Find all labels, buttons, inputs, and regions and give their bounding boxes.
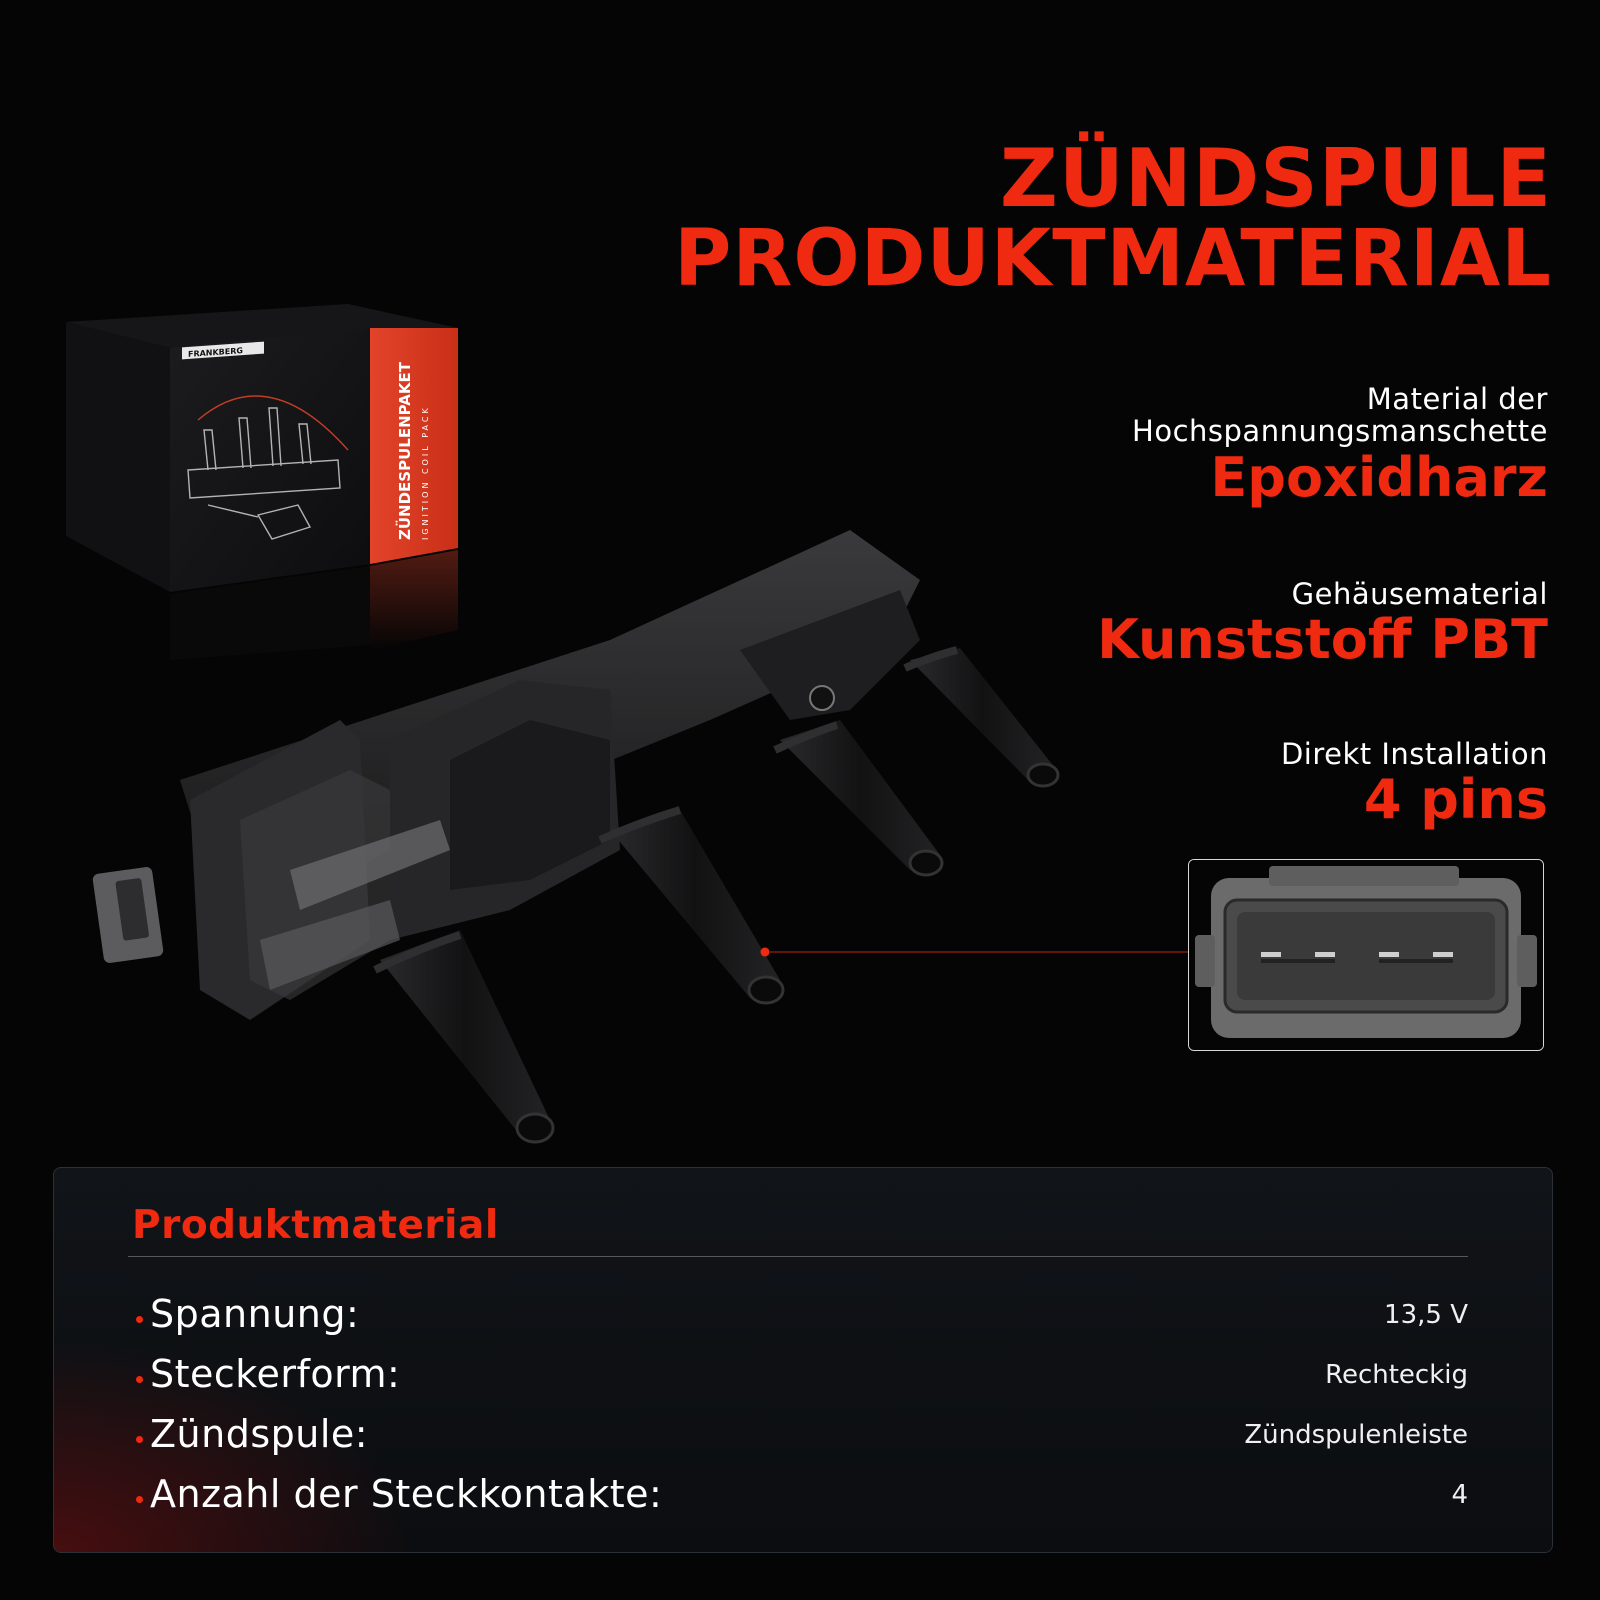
spec-row-value: 13,5 V <box>1384 1300 1468 1330</box>
ignition-coil-image <box>90 520 1100 1160</box>
spec-row-key: Zündspule: <box>150 1412 369 1456</box>
product-box-image: FRANKBERG ZÜNDESPULENPAKET IGNITION COIL… <box>58 300 478 660</box>
spec-row-key: Steckerform: <box>150 1352 401 1396</box>
spec-value: Kunststoff PBT <box>1097 608 1548 672</box>
bullet-icon <box>136 1436 143 1443</box>
spec-row: Zündspule: Zündspulenleiste <box>132 1406 1468 1466</box>
spec-housing-material: Gehäusematerial Kunststoff PBT <box>788 578 1548 670</box>
spec-row-value: Zündspulenleiste <box>1244 1420 1468 1450</box>
spec-label: Material der <box>1366 382 1548 416</box>
headline-line-1: ZÜNDSPULE <box>999 132 1552 225</box>
bullet-icon <box>136 1376 143 1383</box>
spec-row: Steckerform: Rechteckig <box>132 1346 1468 1406</box>
panel-title: Produktmaterial <box>132 1203 499 1248</box>
callout-dot <box>760 947 770 957</box>
product-material-panel: Produktmaterial Spannung: 13,5 V Stecker… <box>53 1167 1553 1553</box>
spec-sleeve-material: Material der Hochspannungsmanschette Epo… <box>788 382 1548 509</box>
spec-value: Epoxidharz <box>1210 445 1548 509</box>
bullet-icon <box>136 1496 143 1503</box>
spec-label: Direkt Installation <box>1280 737 1548 771</box>
spec-installation: Direkt Installation 4 pins <box>788 738 1548 830</box>
spec-row-value: Rechteckig <box>1325 1360 1468 1390</box>
panel-divider <box>128 1256 1468 1257</box>
spec-row: Anzahl der Steckkontakte: 4 <box>132 1466 1468 1526</box>
spec-label: Gehäusematerial <box>1291 577 1548 611</box>
bullet-icon <box>136 1316 143 1323</box>
connector-detail-image <box>1188 859 1544 1051</box>
spec-value: 4 pins <box>1363 768 1548 832</box>
box-brand: FRANKBERG <box>188 346 243 359</box>
spec-label: Hochspannungsmanschette <box>1132 414 1548 449</box>
box-subtitle: IGNITION COIL PACK <box>421 405 430 540</box>
spec-row-key: Spannung: <box>150 1292 360 1336</box>
spec-row-key: Anzahl der Steckkontakte: <box>150 1472 663 1516</box>
box-title: ZÜNDESPULENPAKET <box>395 361 414 540</box>
headline: ZÜNDSPULE PRODUKTMATERIAL <box>432 138 1552 299</box>
spec-list: Spannung: 13,5 V Steckerform: Rechteckig… <box>132 1286 1468 1526</box>
spec-row: Spannung: 13,5 V <box>132 1286 1468 1346</box>
headline-line-2: PRODUKTMATERIAL <box>674 213 1552 304</box>
spec-row-value: 4 <box>1451 1480 1468 1510</box>
